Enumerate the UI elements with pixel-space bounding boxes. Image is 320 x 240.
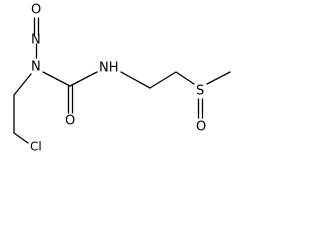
atom-labels: O N N NH O S O Cl: [30, 3, 206, 154]
bond-ch2-cl: [13, 132, 29, 144]
atom-carbonyl-oxygen: O: [65, 114, 75, 129]
bond-n-c: [42, 71, 71, 87]
chemical-structure: O N N NH O S O Cl: [13, 3, 231, 154]
atom-nitroso-nitrogen: N: [31, 33, 41, 48]
atom-urea-nitrogen: N: [31, 60, 41, 75]
atom-chlorine: Cl: [30, 140, 42, 154]
atom-sulfoxide-oxygen: O: [196, 120, 206, 135]
atom-sulfur: S: [196, 84, 204, 99]
atom-nitroso-oxygen: O: [31, 3, 41, 18]
bond-ch2-s: [175, 71, 195, 85]
bond-ch2-ch2-b: [149, 71, 177, 89]
bond-nh-ch2: [120, 71, 151, 89]
bond-n-ch2: [13, 73, 32, 96]
atom-amide-nitrogen: NH: [99, 61, 119, 76]
bonds: [13, 17, 231, 144]
bond-c-nh: [69, 71, 98, 87]
bond-s-ch3: [206, 71, 231, 85]
